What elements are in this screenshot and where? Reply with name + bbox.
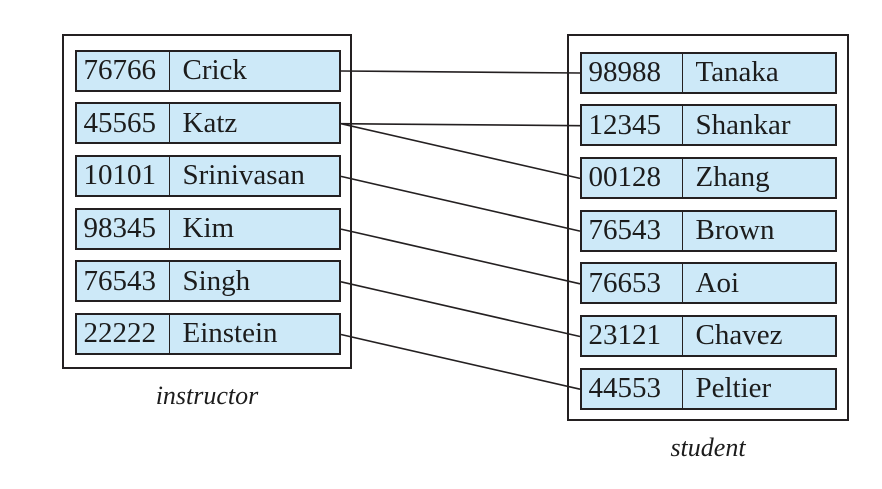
advisor-link [340,122,581,180]
row-id-cell: 12345 [582,106,683,145]
table-row: 76543 Singh [74,260,341,303]
row-name-cell: Crick [182,54,247,86]
advisor-link [340,122,581,127]
row-name-cell: Zhang [695,161,770,194]
table-row: 22222 Einstein [74,312,341,355]
table-row: 23121 Chavez [579,314,837,357]
row-name-cell: Aoi [695,266,740,299]
table-row: 45565 Katz [74,102,341,145]
advisor-link [340,281,581,338]
row-name-cell: Chavez [695,319,783,352]
row-name-cell: Shankar [695,108,791,141]
table-row: 00128 Zhang [579,156,837,199]
table-row: 76653 Aoi [579,262,837,305]
table-row: 76543 Brown [579,209,837,252]
table-row: 76766 Crick [74,49,341,92]
instructor-table-label: instructor [155,381,259,410]
table-row: 44553 Peltier [579,367,837,410]
table-row: 12345 Shankar [579,104,837,147]
row-id-cell: 44553 [582,369,683,408]
row-id-cell: 98988 [582,53,683,92]
row-name-cell: Einstein [182,317,278,350]
advisor-link [340,175,581,232]
advisor-link [340,228,581,285]
instructor-table: 76766 Crick 45565 Katz 10101 Srinivasan … [62,34,352,369]
row-id-cell: 76543 [77,262,170,301]
row-name-cell: Singh [182,264,251,297]
advisor-link [340,70,581,74]
row-id-cell: 22222 [77,314,170,353]
row-name-cell: Brown [695,214,775,247]
table-row: 98345 Kim [74,207,341,250]
student-table-label: student [670,433,746,462]
row-name-cell: Peltier [695,372,772,405]
row-id-cell: 45565 [77,104,170,143]
row-id-cell: 76766 [77,51,170,90]
row-id-cell: 76653 [582,264,683,303]
row-name-cell: Katz [182,106,238,139]
student-table: 98988 Tanaka 12345 Shankar 00128 Zhang 7… [567,34,849,421]
row-id-cell: 00128 [582,158,683,197]
row-name-cell: Tanaka [695,56,779,88]
row-name-cell: Kim [182,212,235,245]
row-id-cell: 10101 [77,156,170,195]
table-row: 98988 Tanaka [579,51,837,94]
row-id-cell: 76543 [582,211,683,250]
row-name-cell: Srinivasan [182,159,305,192]
table-row: 10101 Srinivasan [74,154,341,197]
row-id-cell: 98345 [77,209,170,248]
advisor-link [340,333,581,390]
row-id-cell: 23121 [582,316,683,355]
